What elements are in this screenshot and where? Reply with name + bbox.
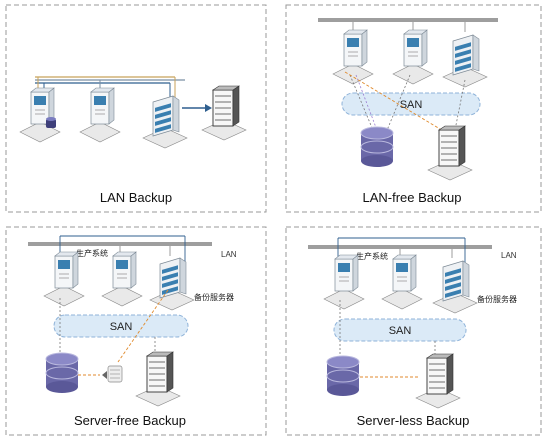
link-gray (384, 74, 411, 136)
backup-server-label: 备份服务器 (477, 294, 517, 304)
tape-library-icon (427, 125, 473, 181)
link-gray (454, 79, 466, 131)
disk-array-icon (45, 352, 79, 394)
panel-frame (5, 4, 267, 213)
lan-label: LAN (221, 250, 237, 259)
tower-server-icon (323, 254, 365, 310)
tower-server-icon (79, 87, 121, 143)
rack-server-icon (432, 260, 478, 314)
production-system-label: 生产系统 (356, 251, 388, 261)
rack-server-icon (442, 34, 488, 88)
san-fabric: SAN (333, 318, 467, 342)
tape-library-icon (135, 351, 181, 407)
panel-caption: Server-less Backup (357, 413, 470, 428)
panel-caption: LAN-free Backup (363, 190, 462, 205)
tower-server-icon (43, 251, 85, 307)
panel-caption: Server-free Backup (74, 413, 186, 428)
panel-caption: LAN Backup (100, 190, 172, 205)
san-fabric: SAN (53, 314, 189, 338)
panel-lan-free-backup: SAN LAN-free Backup (285, 4, 542, 213)
tape-library-icon (415, 353, 461, 409)
rack-server-icon (142, 95, 188, 149)
tower-server-icon (101, 251, 143, 307)
san-label: SAN (389, 325, 412, 337)
panel-lan-backup: LAN Backup (5, 4, 267, 213)
arrow-icon (182, 104, 212, 112)
production-system-label: 生产系统 (76, 248, 108, 258)
disk-array-icon (360, 126, 394, 168)
tape-drive-icon (46, 117, 56, 128)
tower-server-icon (392, 29, 434, 85)
disk-array-icon (326, 355, 360, 397)
link-gray (349, 74, 376, 136)
tower-server-icon (381, 254, 423, 310)
tower-server-icon (19, 87, 61, 143)
backup-server-label: 备份服务器 (194, 292, 234, 302)
san-label: SAN (400, 99, 423, 111)
san-fabric: SAN (341, 92, 481, 116)
data-mover-icon (102, 365, 123, 383)
lan-label: LAN (501, 251, 517, 260)
san-label: SAN (110, 321, 133, 333)
panel-server-less-backup: LAN 生产系统 备份服务器 SAN Server-less Backup (285, 226, 542, 436)
panel-frame (5, 226, 267, 436)
rack-server-icon (149, 257, 195, 311)
link-orange (344, 71, 446, 133)
panel-frame (285, 4, 542, 213)
tape-library-icon (201, 85, 247, 141)
panel-server-free-backup: LAN 生产系统 备份服务器 SAN Server-free Backup (5, 226, 267, 436)
tower-server-icon (332, 29, 374, 85)
